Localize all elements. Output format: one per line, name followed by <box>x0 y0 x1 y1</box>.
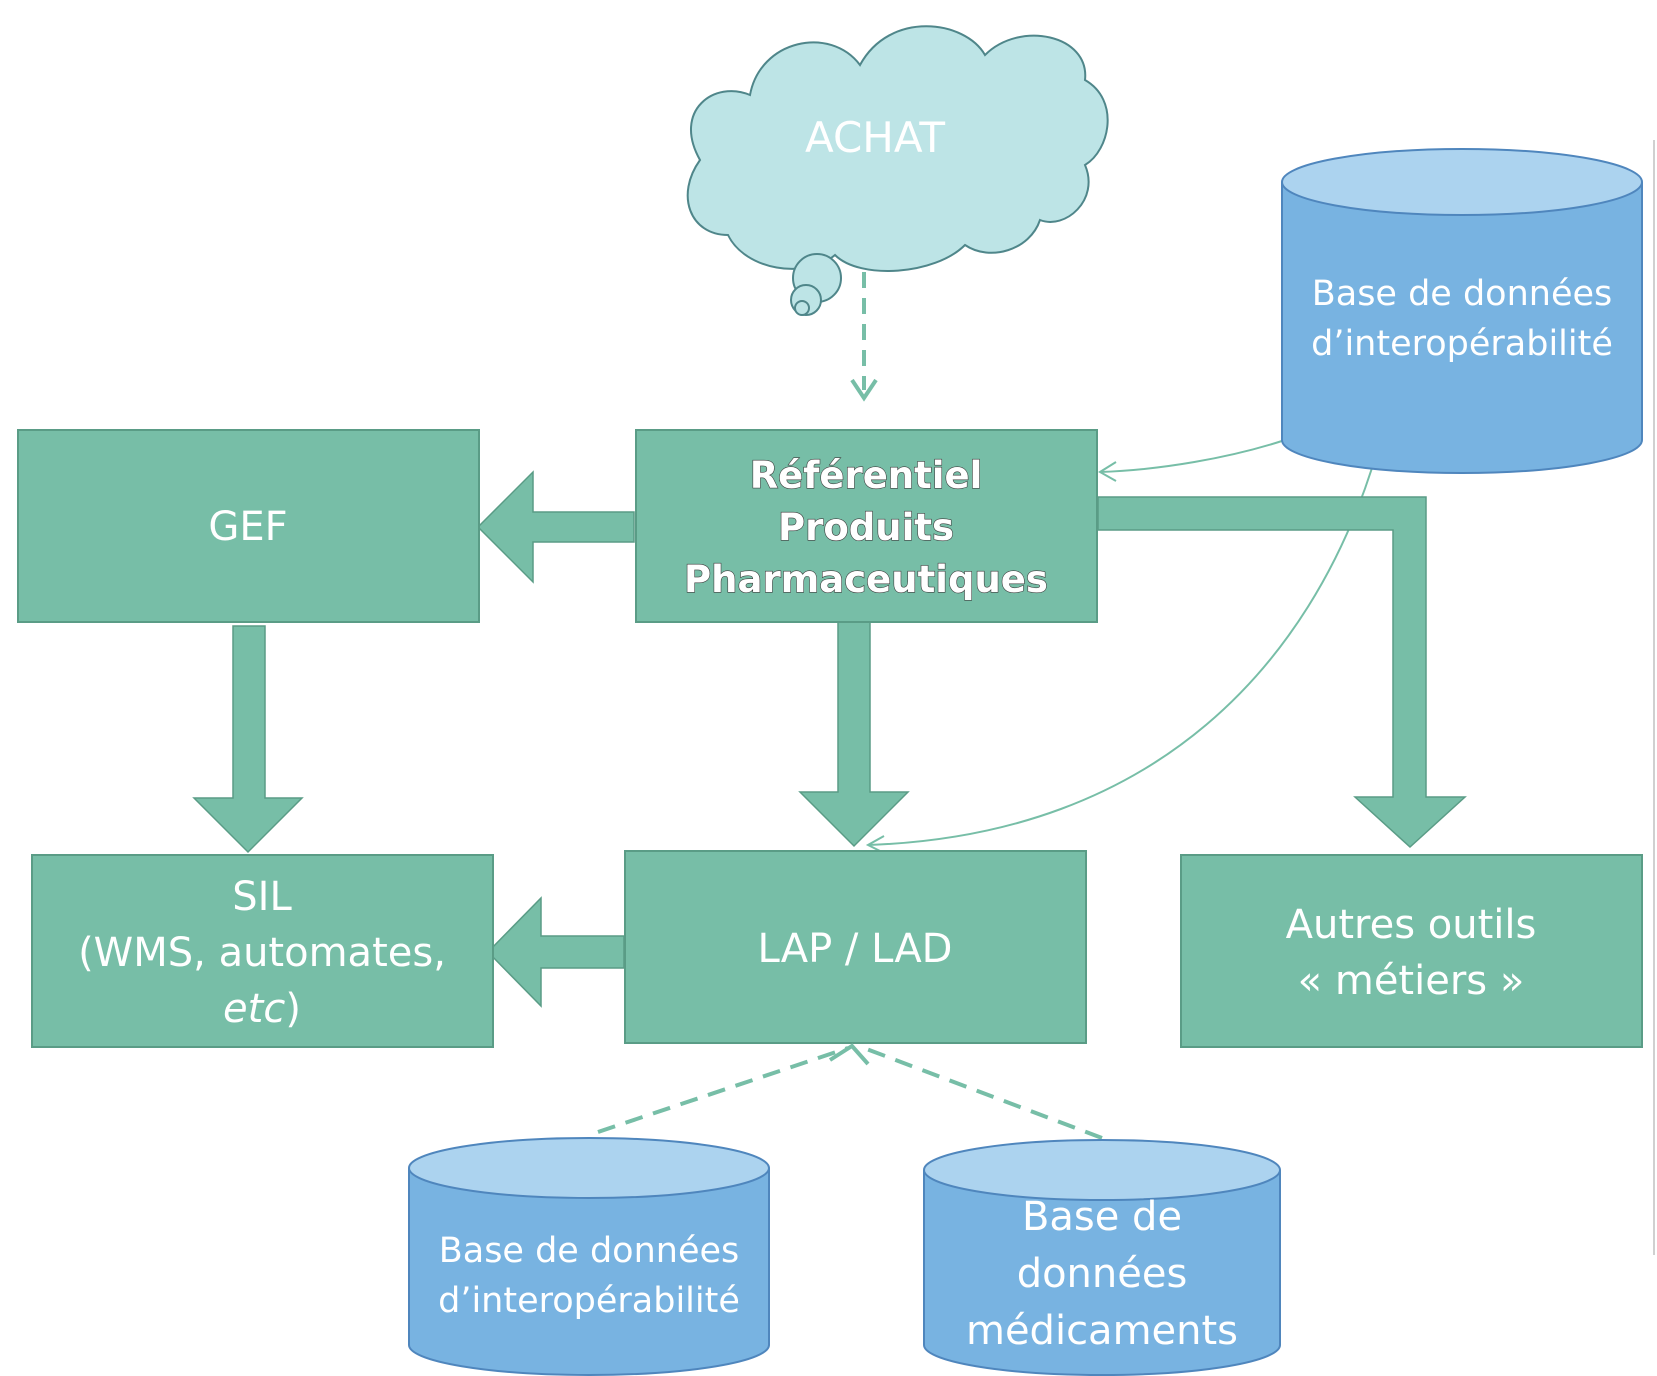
db-medicaments-line3: médicaments <box>966 1308 1238 1354</box>
sil-line2: (WMS, automates, <box>78 930 446 976</box>
block-arrow-referentiel-to-autres <box>1097 496 1467 849</box>
gef-label: GEF <box>208 504 287 550</box>
box-autres-outils: Autres outils « métiers » <box>1180 854 1643 1048</box>
db-interop-bottom-line2: d’interopérabilité <box>438 1281 740 1321</box>
db-interop-top-line1: Base de données <box>1312 274 1613 314</box>
block-arrow-lap-to-sil <box>486 896 625 1008</box>
dashed-arrowheads-to-lap <box>828 1043 870 1066</box>
sil-line3-italic: etc <box>223 986 285 1032</box>
block-arrow-referentiel-to-gef <box>476 470 635 584</box>
db-medicaments-line2: données <box>1017 1251 1188 1297</box>
referentiel-line1: Référentiel <box>750 454 983 497</box>
sil-line3-suffix: ) <box>285 986 301 1032</box>
db-interop-top-line2: d’interopérabilité <box>1311 324 1613 364</box>
thin-connector-db-to-referentiel <box>1098 439 1286 482</box>
db-medicaments-line1: Base de <box>1022 1194 1182 1240</box>
dashed-arrow-db-interop-to-lap <box>597 1046 849 1134</box>
box-referentiel: Référentiel Produits Pharmaceutiques <box>635 429 1098 623</box>
autres-outils-line2: « métiers » <box>1298 958 1525 1004</box>
block-arrow-gef-to-sil <box>192 625 304 854</box>
block-arrow-referentiel-to-lap <box>798 619 910 848</box>
box-lap-lad: LAP / LAD <box>624 850 1087 1044</box>
db-interop-bottom-line1: Base de données <box>439 1231 740 1271</box>
sil-line3: etc) <box>223 986 301 1032</box>
db-medicaments: Base de données médicaments <box>923 1139 1281 1376</box>
achat-label: ACHAT <box>805 113 945 162</box>
dashed-arrow-db-medicaments-to-lap <box>863 1046 1103 1140</box>
lap-lad-label: LAP / LAD <box>758 926 953 972</box>
sil-line1: SIL <box>232 874 292 920</box>
dashed-arrow-achat-to-referentiel <box>850 272 878 402</box>
cloud-achat: ACHAT <box>686 25 1109 316</box>
box-gef: GEF <box>17 429 480 623</box>
autres-outils-line1: Autres outils <box>1286 902 1537 948</box>
db-interop-bottom: Base de données d’interopérabilité <box>408 1137 770 1376</box>
referentiel-line3: Pharmaceutiques <box>684 558 1048 601</box>
referentiel-line2: Produits <box>778 506 954 549</box>
db-interop-top: Base de données d’interopérabilité <box>1281 148 1643 474</box>
box-sil: SIL (WMS, automates, etc) <box>31 854 494 1048</box>
